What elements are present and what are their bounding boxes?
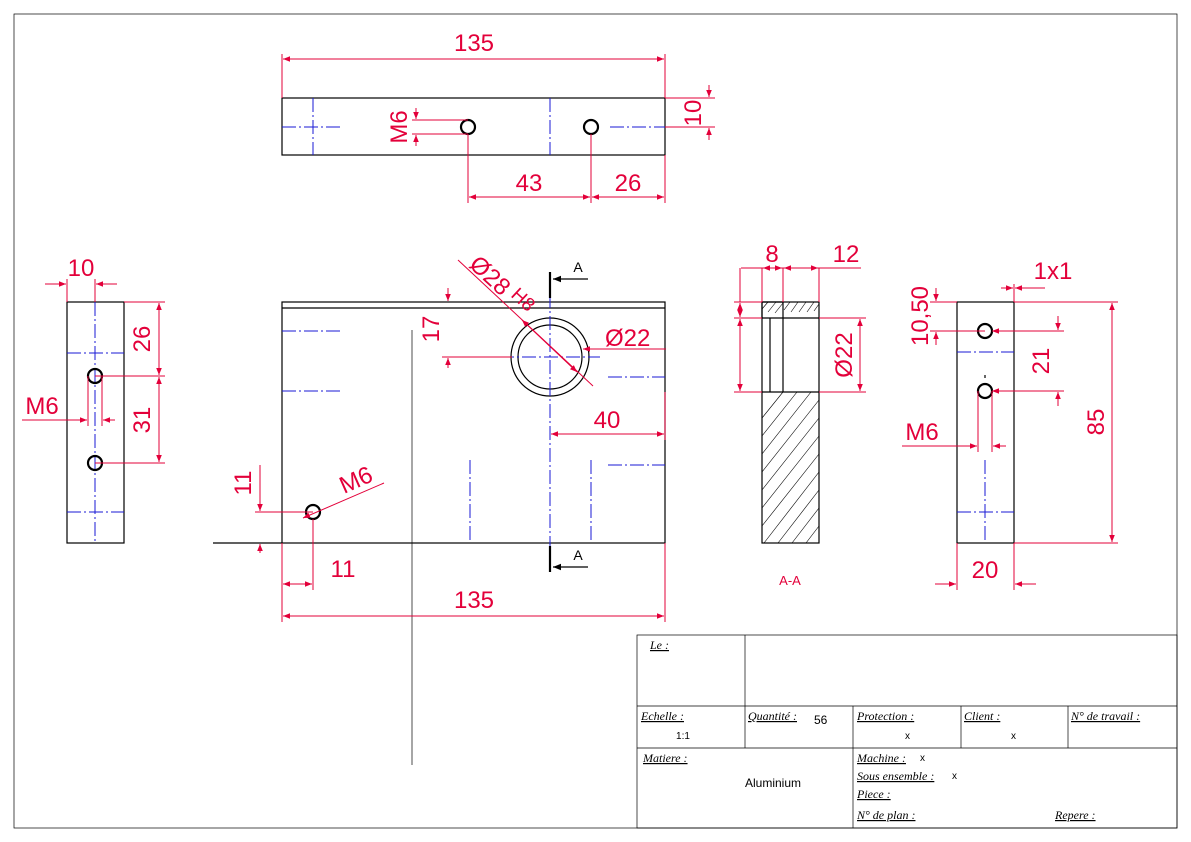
top-hole-1 — [459, 118, 477, 136]
section-label: A-A — [779, 573, 801, 588]
tb-protection-label: Protection : — [856, 709, 914, 723]
tb-sous-ensemble-value: x — [952, 771, 957, 782]
tb-machine-value: x — [920, 753, 925, 764]
tb-machine-label: Machine : — [856, 751, 906, 765]
right-dim-spacing: 21 — [1028, 348, 1055, 375]
front-dim-hole-x: 11 — [331, 556, 356, 583]
tb-quantite-value: 56 — [814, 713, 828, 727]
section-dim-diam: Ø22 — [831, 332, 858, 377]
right-dim-width: 20 — [972, 557, 999, 584]
tb-protection-value: x — [905, 731, 910, 742]
front-dim-counterbore: Ø22 — [605, 325, 650, 352]
top-dim-spacing: 43 — [516, 170, 543, 197]
tb-repere-label: Repere : — [1054, 808, 1096, 822]
front-dim-bore-depth: 17 — [418, 316, 445, 343]
front-view: A A Ø28 H8 17 Ø22 40 M6 11 11 — [213, 251, 666, 765]
section-dim-b: 12 — [833, 241, 860, 268]
right-dim-top: 10,50 — [907, 286, 934, 346]
right-dim-height: 85 — [1083, 409, 1110, 436]
left-dim-width: 10 — [68, 255, 95, 282]
front-dim-bore-tol: H8 — [507, 284, 539, 316]
right-dim-chamfer: 1x1 — [1034, 258, 1073, 285]
tb-matiere-value: Aluminium — [745, 776, 801, 790]
section-mark-top: A — [573, 259, 583, 275]
right-view: 1x1 10,50 21 85 M6 20 — [902, 258, 1118, 590]
top-dim-thickness: 10 — [680, 100, 707, 127]
right-view-outline — [956, 301, 1015, 544]
section-mark-bottom: A — [573, 547, 583, 563]
front-dim-thread: M6 — [335, 461, 376, 499]
top-view: 135 10 M6 43 26 — [281, 30, 715, 203]
front-dim-length: 135 — [454, 587, 494, 614]
left-dim-lower: 31 — [129, 407, 156, 434]
tb-travail-label: N° de travail : — [1070, 709, 1140, 723]
front-dim-hole-y: 11 — [230, 471, 257, 496]
section-view: 8 12 Ø22 A-A — [734, 241, 866, 588]
top-dim-thread: M6 — [386, 110, 413, 143]
right-dim-thread: M6 — [905, 419, 938, 446]
tb-plan-label: N° de plan : — [856, 808, 915, 822]
tb-quantite-label: Quantité : — [748, 709, 797, 723]
right-hole-2 — [976, 382, 994, 400]
tb-sous-ensemble-label: Sous ensemble : — [857, 769, 934, 783]
tb-client-value: x — [1011, 731, 1016, 742]
left-view: 10 26 31 M6 — [22, 255, 165, 544]
left-dim-upper: 26 — [129, 326, 156, 353]
section-outline — [761, 301, 820, 544]
left-dim-thread: M6 — [25, 393, 58, 420]
tb-client-label: Client : — [964, 709, 1000, 723]
section-hatching — [761, 301, 820, 544]
top-dim-length: 135 — [454, 30, 494, 57]
tb-matiere-label: Matiere : — [642, 751, 688, 765]
front-dim-bore-pos: 40 — [594, 407, 621, 434]
tb-le-label: Le : — [649, 638, 669, 652]
top-dim-edge: 26 — [615, 170, 642, 197]
top-hole-2 — [582, 118, 600, 136]
section-dim-a: 8 — [765, 241, 778, 268]
tb-piece-label: Piece : — [856, 787, 891, 801]
front-dim-bore: Ø28 — [464, 251, 516, 302]
title-block: Le : Echelle : 1:1 Quantité : 56 Protect… — [636, 634, 1178, 829]
drawing-frame — [13, 13, 1178, 829]
tb-echelle-label: Echelle : — [640, 709, 684, 723]
tb-echelle-value: 1:1 — [676, 731, 690, 742]
